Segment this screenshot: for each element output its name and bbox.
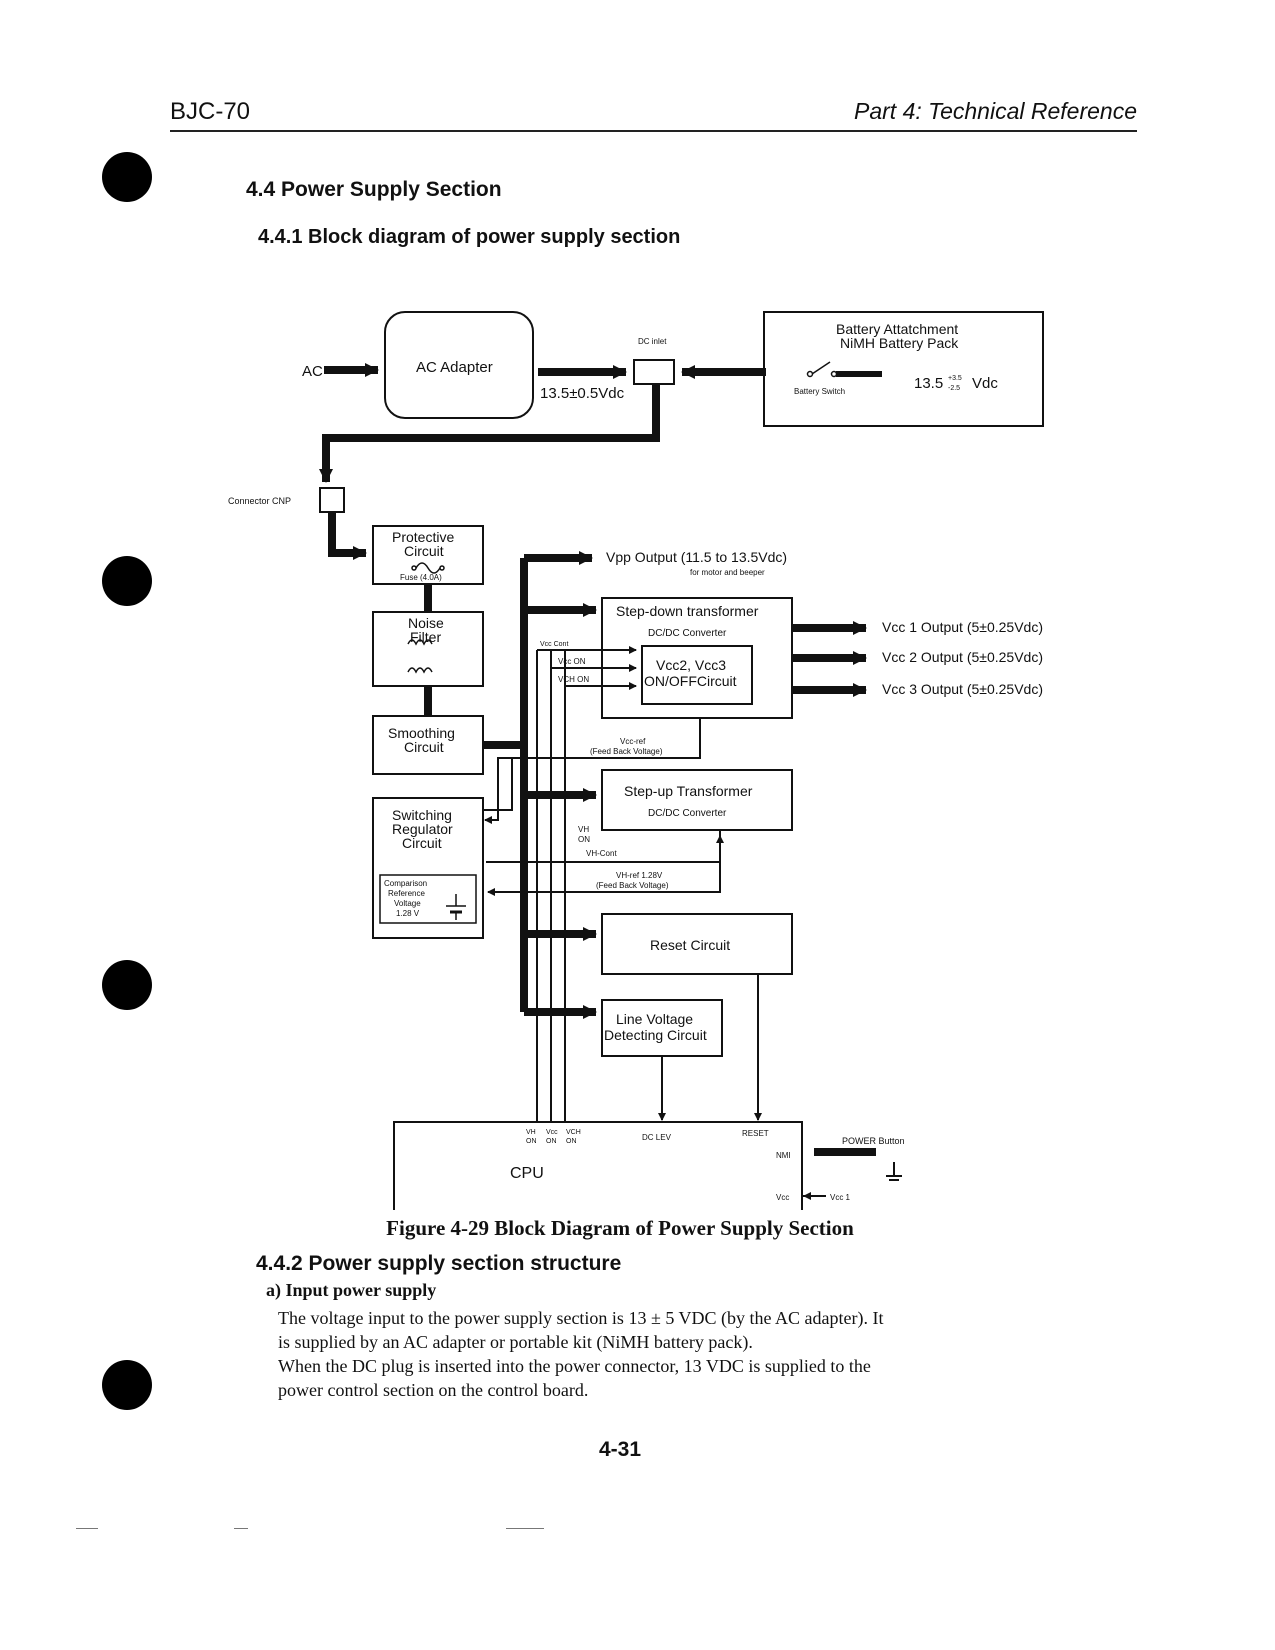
label-comparison4: 1.28 V	[396, 909, 420, 918]
label-on: ON	[578, 835, 590, 844]
label-protective1: Protective	[392, 529, 454, 545]
label-cpu: CPU	[510, 1165, 544, 1182]
label-vpp-output: Vpp Output (11.5 to 13.5Vdc)	[606, 549, 787, 565]
body-line: is supplied by an AC adapter or portable…	[278, 1332, 753, 1352]
label-reset: RESET	[742, 1129, 769, 1138]
label-cpu-vcc: Vcc	[546, 1129, 558, 1136]
label-vpp-note: for motor and beeper	[690, 568, 765, 577]
label-battery-unit: Vdc	[972, 375, 998, 392]
label-noise2: Filter	[410, 629, 441, 645]
label-fuse: Fuse (4.0A)	[400, 573, 442, 582]
label-battery-voltage: 13.5	[914, 375, 943, 392]
label-battery-title2: NiMH Battery Pack	[840, 335, 959, 351]
label-vcc23-2: ON/OFFCircuit	[644, 673, 737, 689]
label-battery-tol-plus: +3.5	[948, 375, 962, 382]
scan-mark	[234, 1528, 248, 1529]
label-smoothing2: Circuit	[404, 739, 444, 755]
scan-mark	[76, 1528, 98, 1529]
label-vcc: Vcc	[776, 1193, 789, 1202]
connector-box	[319, 487, 345, 513]
header-right: Part 4: Technical Reference	[854, 98, 1137, 124]
page-number: 4-31	[598, 1438, 642, 1461]
label-vch-on: VCH ON	[558, 675, 589, 684]
label-noise1: Noise	[408, 615, 444, 631]
section-subtitle: 4.4.1 Block diagram of power supply sect…	[258, 226, 681, 248]
label-ac: AC	[302, 363, 323, 380]
battery-switch-icon	[811, 361, 831, 375]
binder-hole	[102, 152, 152, 202]
section-title: 4.4 Power Supply Section	[246, 178, 502, 201]
label-power-button: POWER Button	[842, 1136, 905, 1146]
body-line: The voltage input to the power supply se…	[278, 1308, 884, 1328]
coil-icon	[407, 639, 433, 646]
body-line: When the DC plug is inserted into the po…	[278, 1356, 871, 1376]
label-adapter-voltage: 13.5±0.5Vdc	[540, 385, 625, 402]
fuse-icon	[415, 562, 441, 574]
label-switching1: Switching	[392, 807, 452, 823]
label-battery-switch: Battery Switch	[794, 387, 845, 396]
comparison-box	[379, 874, 477, 924]
label-dc-lev: DC LEV	[642, 1133, 672, 1142]
scan-mark	[506, 1528, 544, 1529]
label-vcc23-1: Vcc2, Vcc3	[656, 657, 726, 673]
label-cpu-vch: VCH	[566, 1129, 581, 1136]
coil-icon	[407, 667, 433, 674]
label-ac-adapter: AC Adapter	[416, 359, 493, 376]
label-cpu-on: ON	[566, 1138, 577, 1145]
label-dc-inlet: DC inlet	[638, 337, 667, 346]
label-switching2: Regulator	[392, 821, 453, 837]
power-block-diagram: AC AC Adapter 13.5±0.5Vdc DC inlet Batte…	[228, 311, 1044, 1210]
figure-caption: Figure 4-29 Block Diagram of Power Suppl…	[386, 1216, 854, 1240]
label-switching3: Circuit	[402, 835, 442, 851]
label-comparison2: Reference	[388, 889, 425, 898]
label-comparison3: Voltage	[394, 899, 421, 908]
label-vcc2-out: Vcc 2 Output (5±0.25Vdc)	[882, 649, 1043, 665]
ac-adapter-box	[384, 311, 534, 419]
label-vcc1-out: Vcc 1 Output (5±0.25Vdc)	[882, 619, 1043, 635]
label-stepup2: DC/DC Converter	[648, 808, 727, 819]
label-vcc1-in: Vcc 1	[830, 1193, 851, 1202]
label-vh: VH	[578, 825, 589, 834]
dc-inlet-box	[633, 359, 675, 385]
structure-subtitle: a) Input power supply	[266, 1280, 437, 1300]
label-vcc-on: Vcc ON	[558, 657, 586, 666]
label-stepdown2: DC/DC Converter	[648, 628, 727, 639]
label-battery-title1: Battery Attatchment	[836, 321, 958, 337]
reset-circuit-box	[601, 913, 793, 975]
label-line2: Detecting Circuit	[604, 1027, 707, 1043]
label-smoothing1: Smoothing	[388, 725, 455, 741]
label-connector: Connector CNP	[228, 496, 291, 506]
label-cpu-on: ON	[546, 1138, 557, 1145]
label-vcc-cont: Vcc Cont	[540, 641, 568, 648]
switching-regulator-box	[372, 797, 484, 939]
cpu-box	[393, 1121, 803, 1210]
label-cpu-on: ON	[526, 1138, 537, 1145]
label-vccref2: (Feed Back Voltage)	[590, 747, 663, 756]
label-battery-tol-minus: -2.5	[948, 385, 960, 392]
header-rule	[170, 130, 1137, 132]
label-nmi: NMI	[776, 1151, 791, 1160]
label-vhref2: (Feed Back Voltage)	[596, 881, 669, 890]
binder-hole	[102, 960, 152, 1010]
label-protective2: Circuit	[404, 543, 444, 559]
label-vhref1: VH-ref 1.28V	[616, 871, 663, 880]
binder-hole	[102, 1360, 152, 1410]
label-vcc3-out: Vcc 3 Output (5±0.25Vdc)	[882, 681, 1043, 697]
label-stepdown1: Step-down transformer	[616, 603, 759, 619]
label-stepup1: Step-up Transformer	[624, 783, 753, 799]
label-vccref1: Vcc-ref	[620, 737, 646, 746]
step-up-box	[601, 769, 793, 831]
binder-hole	[102, 556, 152, 606]
label-comparison1: Comparison	[384, 879, 427, 888]
structure-title: 4.4.2 Power supply section structure	[256, 1252, 622, 1275]
header-left: BJC-70	[170, 98, 251, 125]
label-vh-cont: VH-Cont	[586, 849, 617, 858]
label-cpu-vh: VH	[526, 1129, 536, 1136]
vcc23-circuit-box	[641, 645, 753, 705]
label-line1: Line Voltage	[616, 1011, 693, 1027]
body-line: power control section on the control boa…	[278, 1380, 589, 1400]
label-reset-circuit: Reset Circuit	[650, 937, 730, 953]
